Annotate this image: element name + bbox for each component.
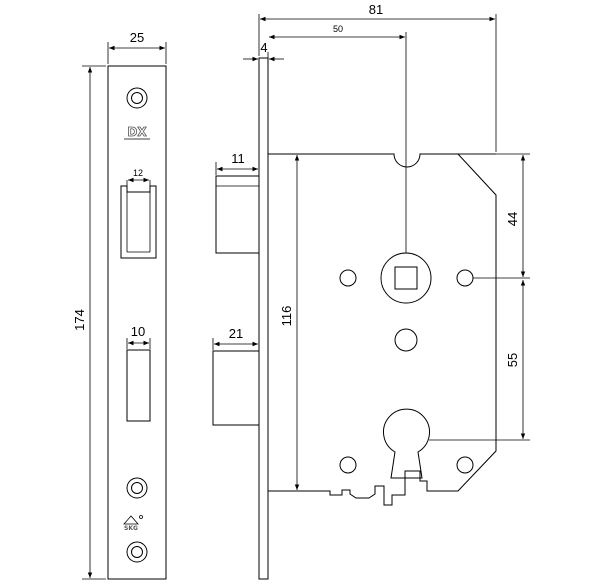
cylinder-cutout (383, 408, 430, 479)
dim-label-latch-projection: 11 (231, 151, 245, 166)
dim-label-faceplate-width: 25 (130, 30, 144, 45)
faceplate-screw-hole-bottom-inner (131, 546, 143, 558)
dim-label-case-width: 81 (369, 2, 383, 17)
case-hole-center (394, 328, 418, 352)
dim-spindle-to-top: 44 (420, 153, 530, 279)
dim-faceplate-thickness: 4 (243, 40, 284, 64)
certification-logo-text: SKG (124, 525, 138, 532)
faceplate-side-edge (258, 57, 269, 580)
dim-faceplate-length: 174 (72, 65, 106, 580)
dim-latch-slot-width: 12 (128, 168, 149, 183)
faceplate-screw-hole-top-inner (131, 92, 143, 104)
dim-label-backset: 50 (333, 24, 343, 34)
dim-faceplate-width: 25 (107, 30, 167, 64)
dim-label-deadbolt-slot-width: 10 (131, 324, 145, 339)
faceplate-outline (107, 65, 167, 580)
dim-latch-projection: 11 (215, 151, 258, 175)
deadbolt (212, 350, 260, 426)
dim-deadbolt-projection: 21 (212, 326, 258, 350)
faceplate-front-view: DX SKG (107, 65, 167, 580)
dim-backset: 50 (269, 24, 407, 253)
deadbolt-slot (126, 349, 151, 422)
brand-logo-text: DX (127, 125, 147, 139)
faceplate-screw-hole-bottom (126, 541, 148, 563)
spindle-hub (380, 252, 432, 304)
house-icon (123, 515, 139, 525)
dim-case-height: 116 (279, 155, 300, 490)
lock-side-view (212, 57, 497, 580)
dim-case-width: 81 (258, 2, 497, 152)
registered-mark-icon (139, 515, 143, 519)
faceplate-screw-hole-top (126, 87, 148, 109)
case-hole-left (339, 269, 357, 287)
case-hole-bottom-left (339, 456, 357, 474)
dim-label-latch-slot-width: 12 (133, 168, 143, 178)
brand-logo: DX (124, 125, 150, 140)
dim-label-faceplate-thickness: 4 (260, 40, 267, 55)
certification-logo: SKG (123, 515, 143, 532)
faceplate-screw-hole-middle-inner (131, 482, 143, 494)
dim-label-deadbolt-projection: 21 (229, 326, 243, 341)
latch-slot (120, 180, 157, 259)
dim-label-spindle-to-cylinder: 55 (505, 353, 520, 367)
spindle-square (394, 266, 418, 290)
faceplate-screw-hole-middle (126, 477, 148, 499)
dim-label-faceplate-length: 174 (72, 309, 87, 331)
case-hole-bottom-right (456, 456, 474, 474)
dim-deadbolt-slot-width: 10 (126, 324, 151, 349)
dim-spindle-to-cylinder: 55 (429, 280, 530, 441)
lock-case-body (267, 153, 497, 506)
latch-bolt (215, 175, 260, 254)
case-hole-right (456, 269, 474, 287)
dim-label-case-height: 116 (279, 306, 294, 327)
dim-label-spindle-to-top: 44 (505, 212, 520, 226)
